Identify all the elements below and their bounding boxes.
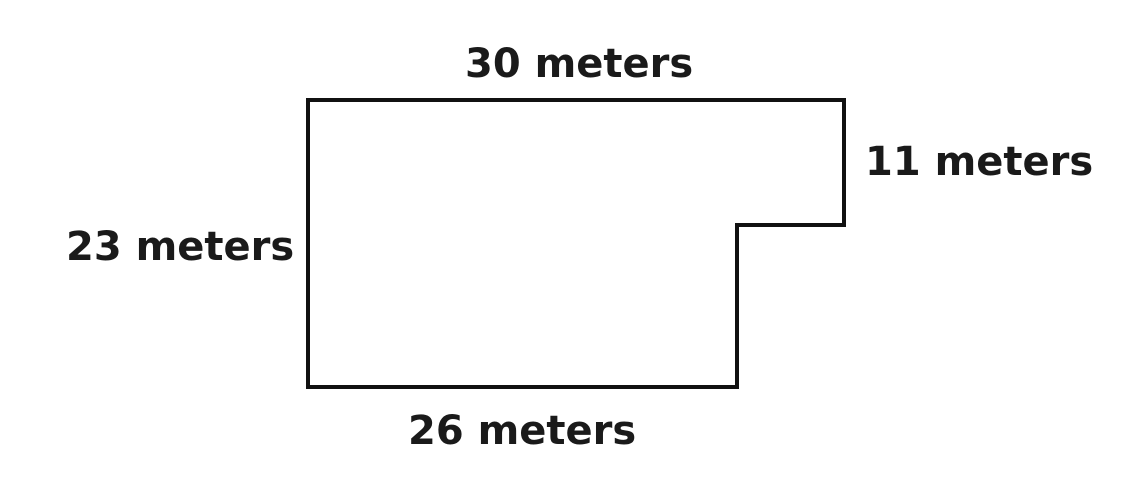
bottom-length-label: 26 meters xyxy=(408,408,637,454)
left-length-label: 23 meters xyxy=(66,224,295,270)
top-length-label: 30 meters xyxy=(465,41,694,87)
right-length-label: 11 meters xyxy=(865,139,1094,185)
lshape-outline xyxy=(306,98,846,389)
